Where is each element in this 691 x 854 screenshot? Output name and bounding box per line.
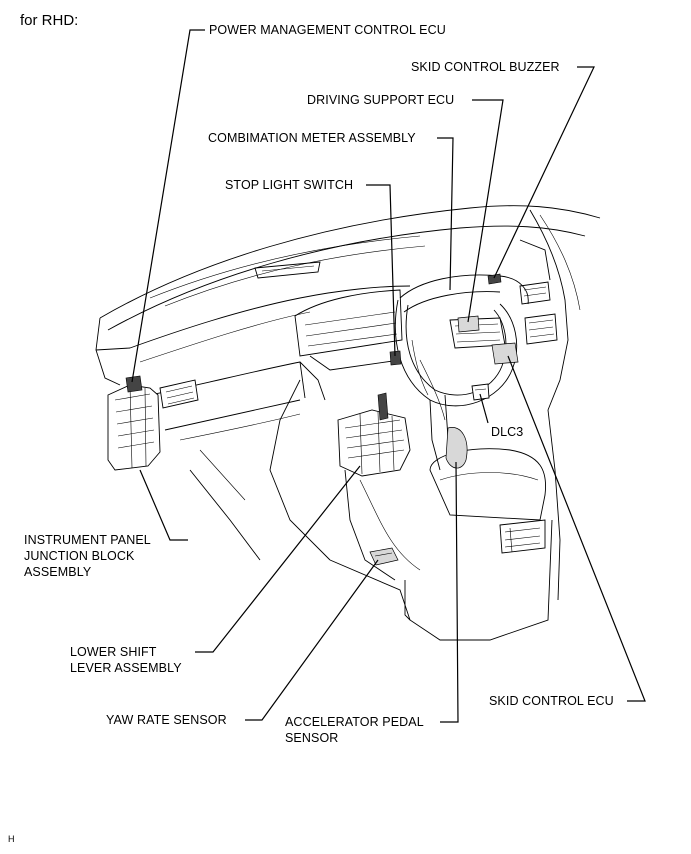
label-yaw-rate-sensor: YAW RATE SENSOR: [106, 713, 227, 727]
label-line: LOWER SHIFT: [70, 645, 157, 659]
label-power-management-ecu: POWER MANAGEMENT CONTROL ECU: [209, 23, 446, 37]
figure-code: H: [8, 834, 15, 844]
label-line: ACCELERATOR PEDAL: [285, 715, 424, 729]
label-skid-control-buzzer: SKID CONTROL BUZZER: [411, 60, 560, 74]
leader-driving-support-ecu: [467, 99, 504, 323]
label-skid-control-ecu: SKID CONTROL ECU: [489, 694, 614, 708]
label-line: INSTRUMENT PANEL: [24, 533, 151, 547]
label-line: ASSEMBLY: [24, 565, 92, 579]
label-accelerator-pedal-sensor: ACCELERATOR PEDAL SENSOR: [285, 714, 424, 746]
leader-dlc3: [479, 393, 489, 424]
label-stop-light-switch: STOP LIGHT SWITCH: [225, 178, 354, 192]
label-driving-support-ecu: DRIVING SUPPORT ECU: [307, 93, 455, 107]
label-line: LEVER ASSEMBLY: [70, 661, 182, 675]
label-lower-shift-lever: LOWER SHIFT LEVER ASSEMBLY: [70, 644, 182, 676]
leader-stop-light-switch: [366, 184, 396, 357]
label-combination-meter: COMBIMATION METER ASSEMBLY: [208, 131, 416, 145]
label-line: JUNCTION BLOCK: [24, 549, 135, 563]
leader-accelerator-pedal-sensor: [440, 461, 459, 723]
leader-lines: [131, 29, 646, 723]
leader-lower-shift-lever: [195, 465, 361, 653]
leader-skid-control-buzzer: [493, 66, 595, 279]
page-heading: for RHD:: [20, 12, 79, 29]
leader-combination-meter: [437, 137, 454, 291]
leader-instrument-panel-jb: [139, 469, 188, 541]
label-line: SENSOR: [285, 731, 339, 745]
leader-skid-control-ecu: [507, 355, 646, 702]
leader-yaw-rate-sensor: [245, 559, 379, 721]
label-instrument-panel-jb: INSTRUMENT PANEL JUNCTION BLOCK ASSEMBLY: [24, 532, 151, 580]
dashboard-drawing: [95, 205, 601, 641]
leader-power-management-ecu: [131, 29, 205, 383]
label-dlc3: DLC3: [491, 425, 524, 439]
